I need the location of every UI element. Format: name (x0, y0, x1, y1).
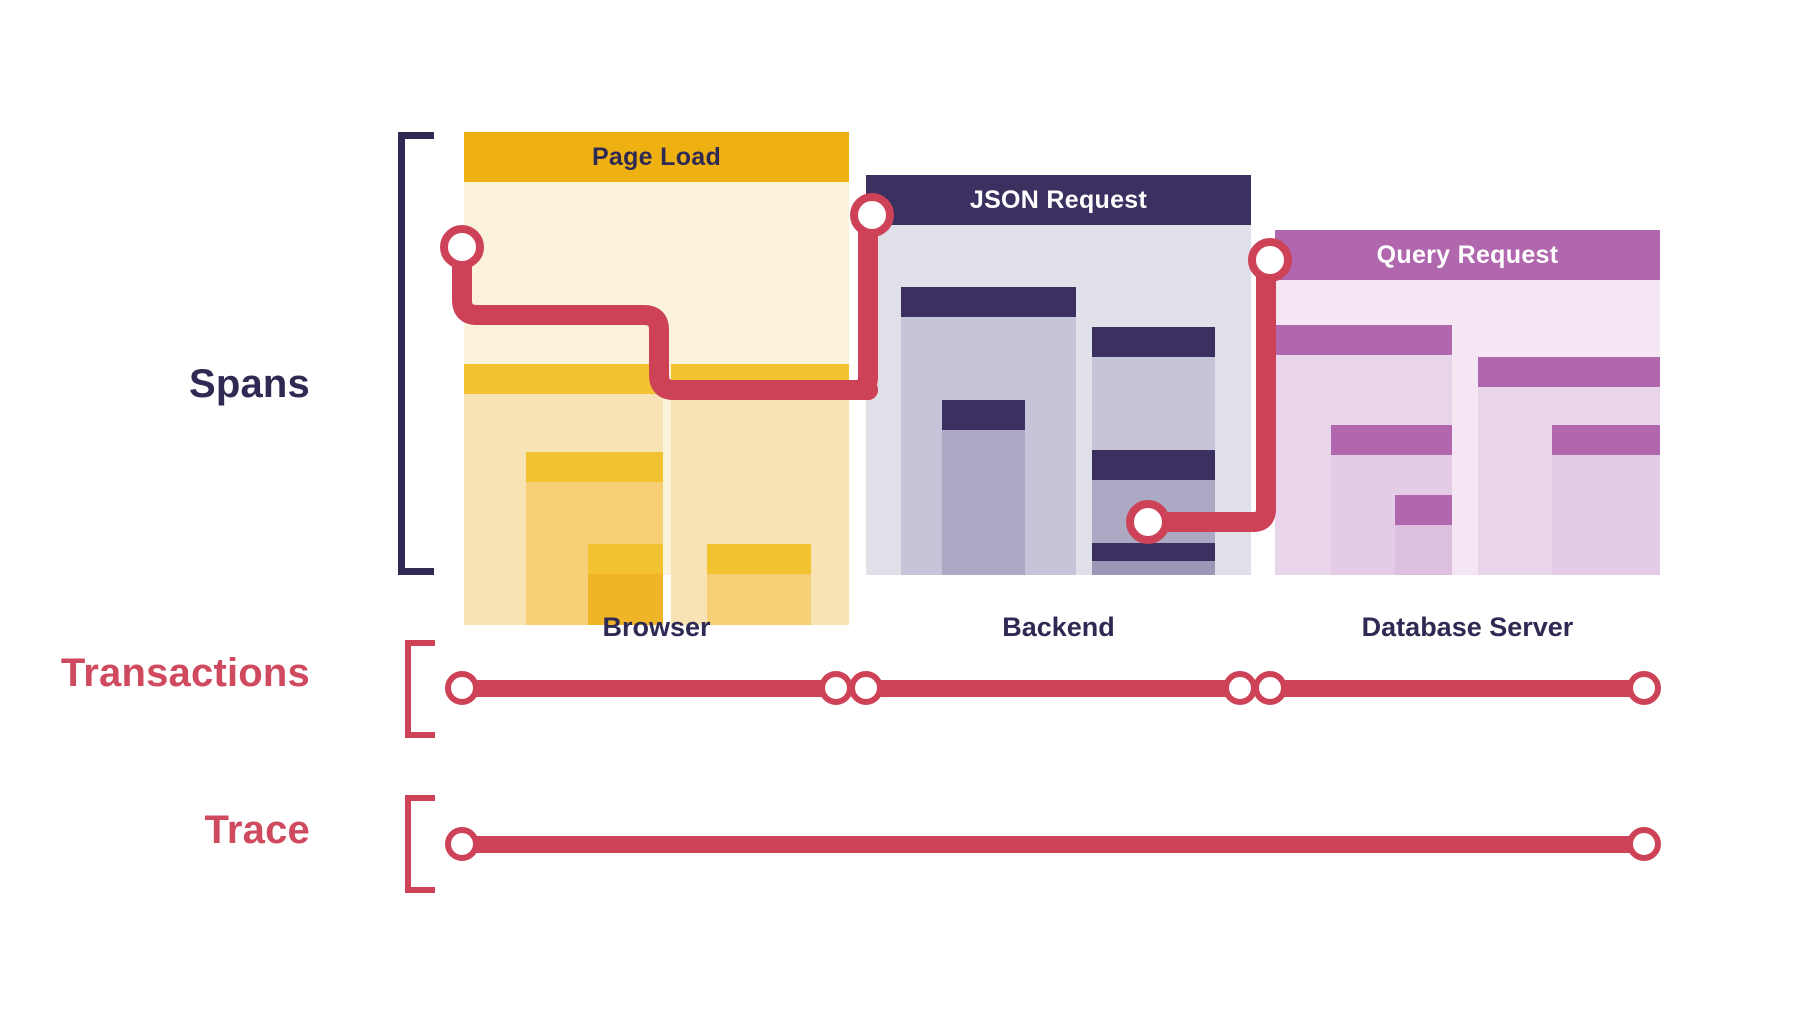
transactions-segment-database[interactable] (1270, 680, 1644, 697)
transactions-node-database-end[interactable] (1627, 671, 1661, 705)
trace-node-start[interactable] (445, 827, 479, 861)
service-block-browser[interactable]: Page Load (464, 132, 849, 625)
row-label-spans: Spans (188, 362, 310, 406)
backend-span-1a-header (942, 400, 1025, 430)
database-span-1-header (1275, 325, 1452, 355)
database-span-1a-header (1331, 425, 1452, 455)
transactions-node-backend-start[interactable] (849, 671, 883, 705)
database-span-1a1-header (1395, 495, 1452, 525)
browser-span-1-header (464, 364, 663, 394)
trace-segment[interactable] (462, 836, 1644, 853)
backend-span-2a-header (1092, 450, 1215, 480)
transactions-node-backend-end[interactable] (1223, 671, 1257, 705)
backend-root-header[interactable]: JSON Request (866, 175, 1251, 225)
database-root-header[interactable]: Query Request (1275, 230, 1660, 280)
database-span-2-header (1478, 357, 1660, 387)
bracket-trace (405, 795, 435, 893)
browser-root-header-label: Page Load (591, 142, 722, 171)
browser-span-2-header (671, 364, 849, 394)
transactions-segment-backend[interactable] (866, 680, 1240, 697)
service-caption-backend: Backend (1002, 612, 1115, 642)
backend-span-1-header (901, 287, 1076, 317)
browser-root-header[interactable]: Page Load (464, 132, 849, 182)
service-block-database[interactable]: Query Request (1275, 230, 1660, 575)
browser-span-1a1-header (588, 544, 663, 574)
browser-span-2a-header (707, 544, 811, 574)
backend-root-header-label: JSON Request (969, 185, 1148, 214)
bracket-transactions (405, 640, 435, 738)
browser-span-1a-header (526, 452, 663, 482)
service-caption-browser: Browser (602, 612, 711, 642)
bracket-spans (398, 132, 434, 575)
service-caption-database: Database Server (1361, 612, 1574, 642)
row-label-transactions: Transactions (60, 651, 310, 695)
transactions-node-browser-start[interactable] (445, 671, 479, 705)
transactions-node-browser-end[interactable] (819, 671, 853, 705)
backend-span-2-header (1092, 327, 1215, 357)
database-root-header-label: Query Request (1376, 240, 1559, 269)
backend-span-2a1-header (1092, 543, 1215, 561)
transactions-node-database-start[interactable] (1253, 671, 1287, 705)
service-block-backend[interactable]: JSON Request (866, 175, 1251, 575)
database-span-2a-header (1552, 425, 1660, 455)
row-label-trace: Trace (204, 808, 310, 852)
trace-node-end[interactable] (1627, 827, 1661, 861)
transactions-segment-browser[interactable] (462, 680, 836, 697)
